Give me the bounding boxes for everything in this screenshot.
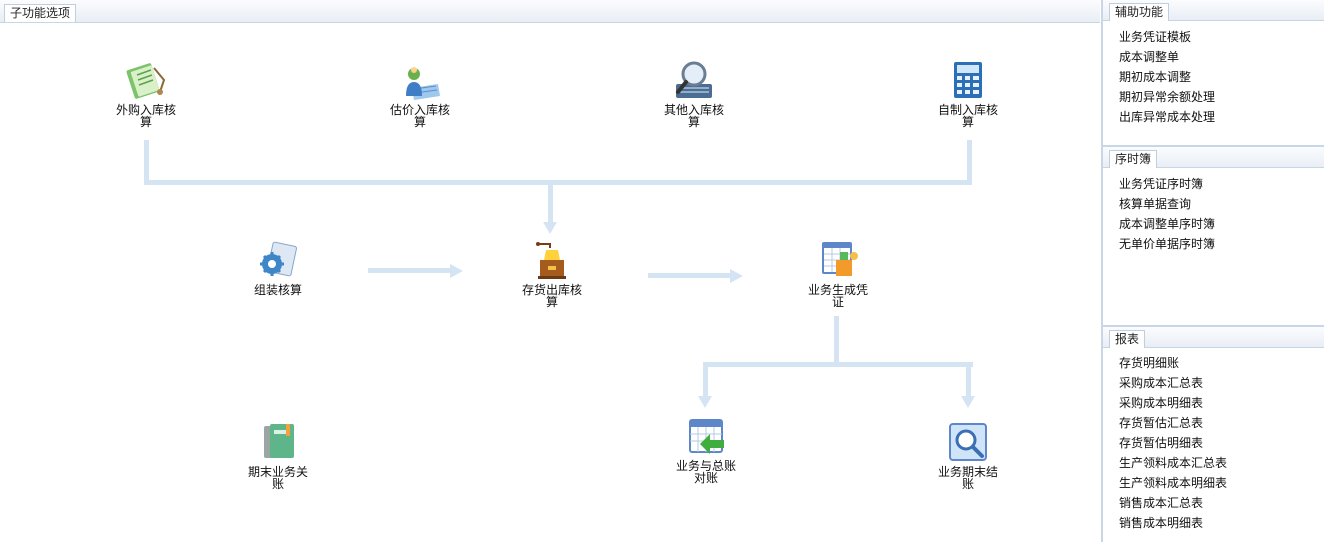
node-label: 业务与总账对账 <box>675 459 736 485</box>
node-label: 估价入库核算 <box>389 103 450 129</box>
report-list: 存货明细账 采购成本汇总表 采购成本明细表 存货暂估汇总表 存货暂估明细表 生产… <box>1103 348 1324 533</box>
node-estimate-in-accounting[interactable]: 估价入库核算 <box>378 58 462 128</box>
ledger-books-icon <box>264 424 294 458</box>
journal-list: 业务凭证序时簿 核算单据查询 成本调整单序时簿 无单价单据序时簿 <box>1103 168 1324 254</box>
aux-function-list: 业务凭证模板 成本调整单 期初成本调整 期初异常余额处理 出库异常成本处理 <box>1103 21 1324 127</box>
node-label: 业务期末结账 <box>937 465 998 491</box>
panel-divider <box>1101 0 1103 542</box>
node-voucher-generation[interactable]: 业务生成凭证 <box>796 238 880 308</box>
link-opening-abnormal-balance[interactable]: 期初异常余额处理 <box>1119 90 1216 104</box>
node-period-close[interactable]: 期末业务关账 <box>236 420 320 490</box>
main-header: 子功能选项 <box>0 0 1100 23</box>
panel-reports: 报表 存货明细账 采购成本汇总表 采购成本明细表 存货暂估汇总表 存货暂估明细表… <box>1103 325 1324 544</box>
main-area: 子功能选项 外购入库核算 <box>0 0 1100 490</box>
link-accounting-doc-query[interactable]: 核算单据查询 <box>1119 197 1192 211</box>
node-selfmade-in-accounting[interactable]: 自制入库核算 <box>926 58 1010 128</box>
arrow-right-icon <box>730 269 743 283</box>
panel-journals: 序时簿 业务凭证序时簿 核算单据查询 成本调整单序时簿 无单价单据序时簿 <box>1103 145 1324 325</box>
search-window-icon <box>949 423 987 461</box>
link-business-voucher-template[interactable]: 业务凭证模板 <box>1119 30 1192 44</box>
connector-line <box>368 268 450 273</box>
link-production-material-cost-detail[interactable]: 生产领料成本明细表 <box>1119 476 1228 490</box>
node-label: 其他入库核算 <box>663 103 724 129</box>
tab-sub-function-options[interactable]: 子功能选项 <box>4 4 77 22</box>
connector-line <box>966 362 971 396</box>
voucher-chart-icon <box>822 242 858 276</box>
panel-header: 辅助功能 <box>1103 0 1324 21</box>
purchase-document-icon <box>126 63 166 99</box>
link-cost-adjustment-bill[interactable]: 成本调整单 <box>1119 50 1180 64</box>
connector-line <box>967 140 972 184</box>
link-outbound-abnormal-cost[interactable]: 出库异常成本处理 <box>1119 110 1216 124</box>
node-ledger-reconciliation[interactable]: 业务与总账对账 <box>664 414 748 484</box>
node-assembly-accounting[interactable]: 组装核算 <box>236 238 320 296</box>
link-sales-cost-detail[interactable]: 销售成本明细表 <box>1119 516 1204 530</box>
node-label: 业务生成凭证 <box>807 283 868 309</box>
node-other-in-accounting[interactable]: 其他入库核算 <box>652 58 736 128</box>
arrow-right-icon <box>450 264 463 278</box>
node-label: 组装核算 <box>253 283 302 297</box>
node-period-end-closing[interactable]: 业务期末结账 <box>926 420 1010 490</box>
link-inventory-detail-ledger[interactable]: 存货明细账 <box>1119 356 1180 370</box>
panel-header: 报表 <box>1103 327 1324 348</box>
arrow-down-icon <box>698 396 712 408</box>
node-label: 外购入库核算 <box>115 103 176 129</box>
link-no-price-doc-journal[interactable]: 无单价单据序时簿 <box>1119 237 1216 251</box>
link-inventory-estimate-summary[interactable]: 存货暂估汇总表 <box>1119 416 1204 430</box>
connector-line <box>834 316 839 366</box>
node-label: 存货出库核算 <box>521 283 582 309</box>
calculator-icon <box>954 62 982 98</box>
node-label: 自制入库核算 <box>937 103 998 129</box>
estimate-person-icon <box>406 67 440 100</box>
tab-reports[interactable]: 报表 <box>1109 330 1146 348</box>
link-cost-adjustment-journal[interactable]: 成本调整单序时簿 <box>1119 217 1216 231</box>
node-stock-out-accounting[interactable]: 存货出库核算 <box>510 238 594 308</box>
grinder-icon <box>536 242 566 279</box>
gear-document-icon <box>260 241 297 277</box>
node-label: 期末业务关账 <box>247 465 308 491</box>
connector-line <box>144 140 149 184</box>
link-sales-cost-summary[interactable]: 销售成本汇总表 <box>1119 496 1204 510</box>
panel-header: 序时簿 <box>1103 147 1324 168</box>
arrow-down-icon <box>961 396 975 408</box>
node-purchase-in-accounting[interactable]: 外购入库核算 <box>104 58 188 128</box>
connector-line <box>144 180 972 185</box>
connector-line <box>548 184 553 222</box>
link-production-material-cost-summary[interactable]: 生产领料成本汇总表 <box>1119 456 1228 470</box>
calendar-arrow-icon <box>689 419 724 454</box>
panel-aux-functions: 辅助功能 业务凭证模板 成本调整单 期初成本调整 期初异常余额处理 出库异常成本… <box>1103 0 1324 144</box>
connector-line <box>703 362 973 367</box>
link-purchase-cost-detail[interactable]: 采购成本明细表 <box>1119 396 1204 410</box>
magnifier-keyboard-icon <box>676 61 712 98</box>
tab-journals[interactable]: 序时簿 <box>1109 150 1158 168</box>
link-voucher-journal[interactable]: 业务凭证序时簿 <box>1119 177 1204 191</box>
link-purchase-cost-summary[interactable]: 采购成本汇总表 <box>1119 376 1204 390</box>
connector-line <box>648 273 730 278</box>
link-inventory-estimate-detail[interactable]: 存货暂估明细表 <box>1119 436 1204 450</box>
arrow-down-icon <box>543 222 557 234</box>
tab-aux-functions[interactable]: 辅助功能 <box>1109 3 1170 21</box>
connector-line <box>703 362 708 396</box>
link-opening-cost-adjustment[interactable]: 期初成本调整 <box>1119 70 1192 84</box>
